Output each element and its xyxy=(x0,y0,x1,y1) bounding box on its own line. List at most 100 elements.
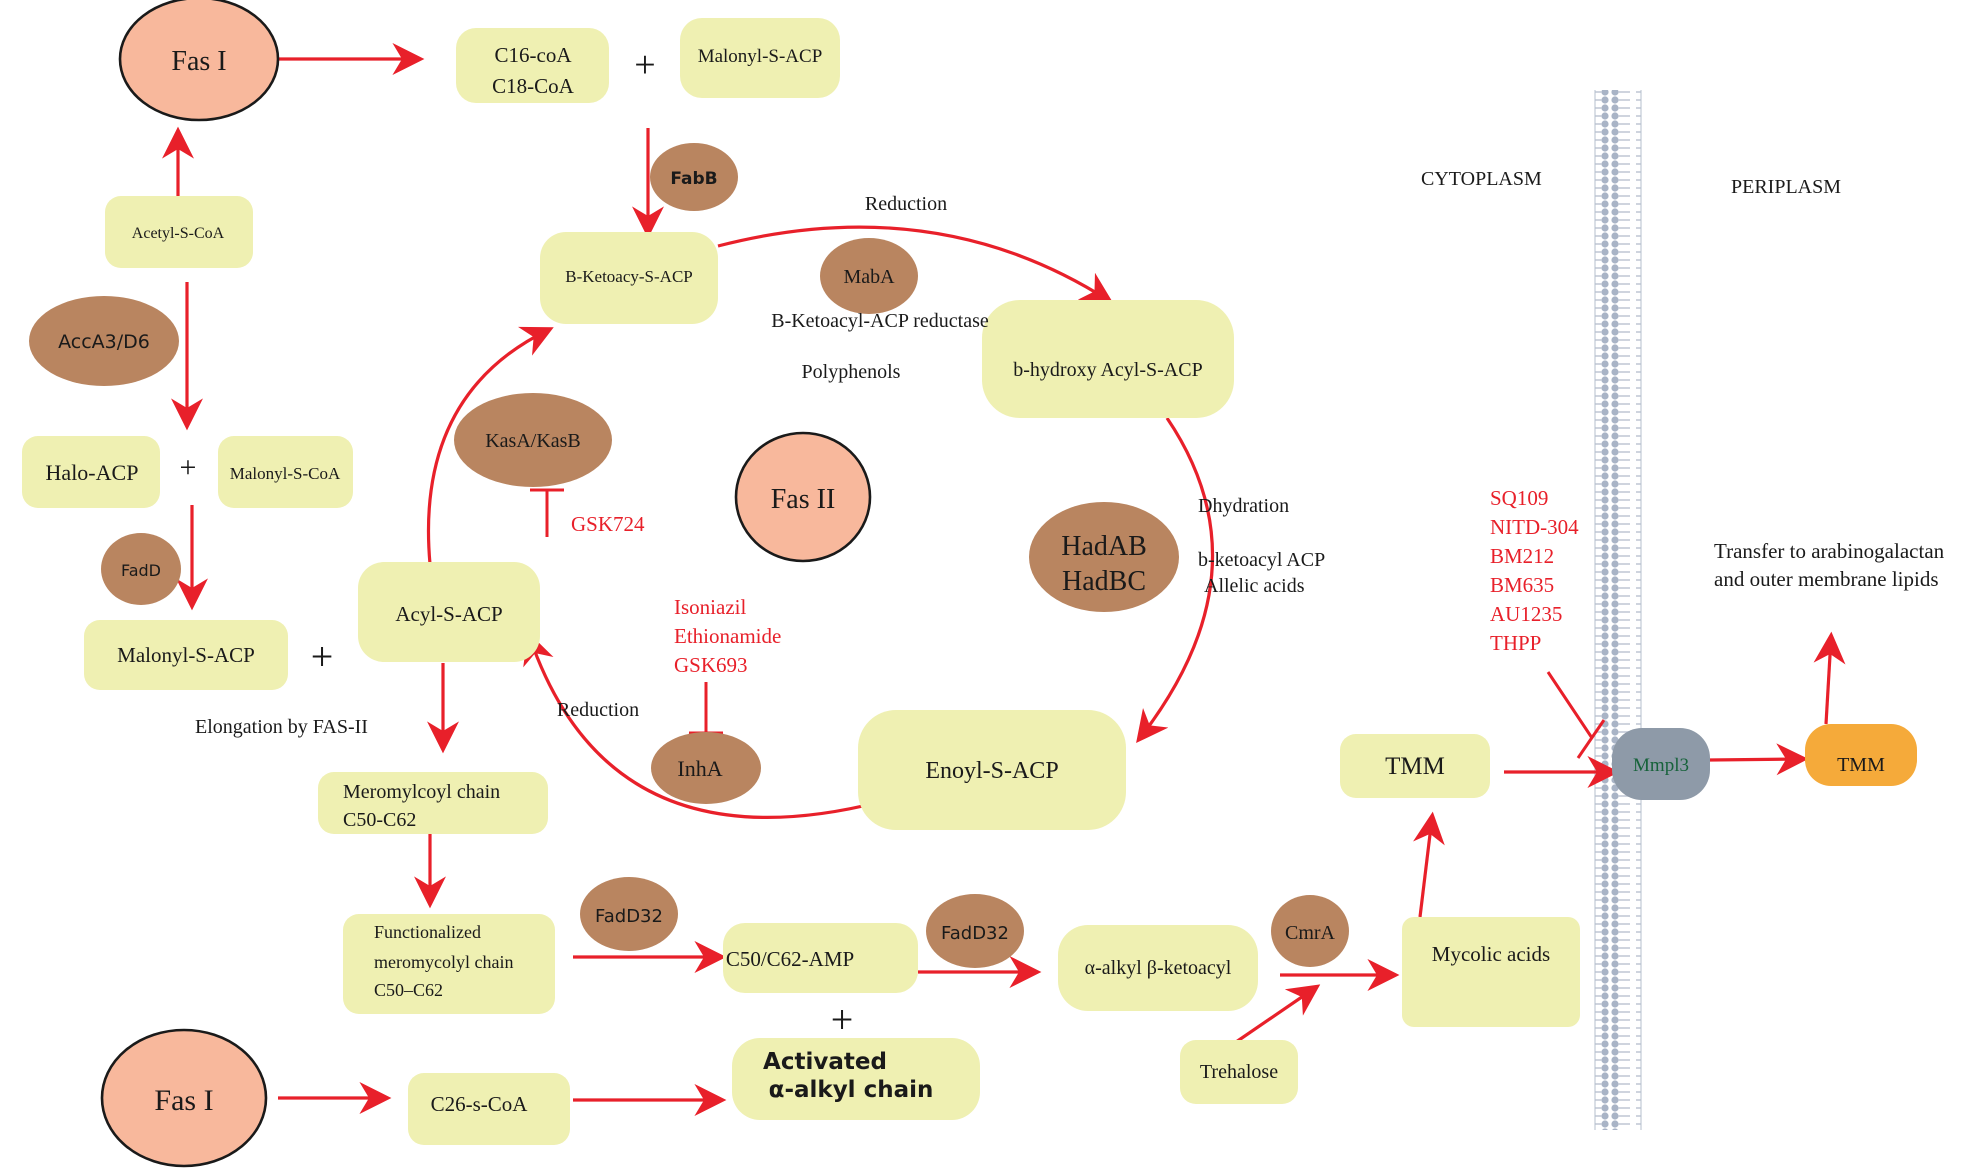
box-malonyl-s-coa xyxy=(218,436,353,508)
enzyme-ovals xyxy=(29,143,1349,968)
malonyl-s-acp-left-label: Malonyl-S-ACP xyxy=(117,643,255,667)
cmra-label: CmrA xyxy=(1285,922,1336,944)
mmpl3-drug-2: NITD-304 xyxy=(1490,515,1579,539)
bketoacyl-acp-label: b-ketoacyl ACP xyxy=(1198,549,1325,571)
inha-label: InhA xyxy=(677,756,722,781)
box-tmm-in xyxy=(1340,734,1490,798)
transfer-line2: and outer membrane lipids xyxy=(1714,567,1939,591)
c50-amp-label: C50/C62-AMP xyxy=(726,947,854,971)
mmpl3-drug-6: THPP xyxy=(1490,631,1541,655)
allelic-acids-label: Allelic acids xyxy=(1204,575,1305,597)
tbar-mmpl3-stem xyxy=(1546,671,1594,739)
mmpl3-drug-3: BM212 xyxy=(1490,544,1554,568)
arrow-bhydroxy-to-enoyl xyxy=(1136,417,1215,744)
transfer-line1: Transfer to arabinogalactan xyxy=(1714,539,1945,563)
activated-line1: Activated xyxy=(763,1049,887,1075)
periplasm-label: PERIPLASM xyxy=(1731,176,1841,198)
fabb-oval xyxy=(650,143,738,211)
acyl-s-acp-label: Acyl-S-ACP xyxy=(395,602,502,626)
reaction-arrows xyxy=(162,43,1846,1116)
reduction-top-label: Reduction xyxy=(865,193,947,215)
functionalized-line3: C50–C62 xyxy=(374,980,443,1000)
box-activated-alpha-alkyl xyxy=(732,1038,980,1120)
arrow-enoyl-to-acyl xyxy=(523,631,881,820)
arrow-acyl-to-bketoacy xyxy=(426,326,554,565)
box-enoyl-s-acp xyxy=(858,710,1126,830)
box-c50-amp xyxy=(723,923,918,993)
fadd32-a-label: FadD32 xyxy=(595,906,663,927)
box-malonyl-s-acp-left xyxy=(84,620,288,690)
fas1-bottom-label: Fas I xyxy=(154,1084,213,1117)
fas1-top-label: Fas I xyxy=(171,46,226,77)
arrow-bketoacy-to-bhydroxy xyxy=(717,225,1114,304)
inha-drug-2: Ethionamide xyxy=(674,624,781,648)
fas1-bottom-circle xyxy=(100,1028,268,1168)
fas2-label: Fas II xyxy=(771,484,836,515)
substrate-boxes xyxy=(22,18,1580,1145)
tbar-mmpl3-head xyxy=(1576,719,1606,759)
box-c16-c18 xyxy=(456,28,609,103)
box-trehalose xyxy=(1180,1040,1298,1104)
box-meromylcoyl xyxy=(318,772,548,834)
inha-drug-1: Isoniazil xyxy=(674,595,746,619)
plus-top: + xyxy=(634,44,655,86)
fadd32-b-oval xyxy=(926,894,1024,968)
bketoacyl-reductase-label: B-Ketoacyl-ACP reductase xyxy=(771,310,989,332)
hadab-oval xyxy=(1029,502,1179,612)
box-mycolic-acids xyxy=(1402,917,1580,1027)
plus-left: + xyxy=(180,451,197,484)
gsk724-label: GSK724 xyxy=(571,512,645,536)
halo-acp-label: Halo-ACP xyxy=(46,460,139,485)
functionalized-line2: meromycolyl chain xyxy=(374,952,513,972)
inha-oval xyxy=(651,732,761,804)
box-c26-s-coa xyxy=(408,1073,570,1145)
dhydration-label: Dhydration xyxy=(1198,495,1289,517)
trehalose-label: Trehalose xyxy=(1200,1061,1278,1083)
box-halo-acp xyxy=(22,436,160,508)
fas1-top-circle xyxy=(118,0,280,122)
fas-complexes xyxy=(100,0,872,1168)
alpha-alkyl-label: α-alkyl β-ketoacyl xyxy=(1085,957,1232,979)
meromylcoyl-line1: Meromylcoyl chain xyxy=(343,781,500,803)
b-ketoacy-label: B-Ketoacy-S-ACP xyxy=(565,267,692,286)
b-hydroxy-label: b-hydroxy Acyl-S-ACP xyxy=(1013,359,1202,381)
mmpl3-drug-4: BM635 xyxy=(1490,573,1554,597)
fadd32-a-oval xyxy=(580,877,678,951)
malonyl-s-acp-top-label: Malonyl-S-ACP xyxy=(698,46,823,67)
fadd-oval xyxy=(101,533,181,605)
acetyl-s-coa-label: Acetyl-S-CoA xyxy=(132,225,225,242)
meromylcoyl-line2: C50-C62 xyxy=(343,809,416,831)
functionalized-line1: Functionalized xyxy=(374,922,481,942)
c16-label: C16-coA xyxy=(495,43,573,67)
reduction-bottom-label: Reduction xyxy=(557,699,639,721)
box-tmm-out xyxy=(1805,724,1917,786)
activated-line2: α-alkyl chain xyxy=(769,1077,934,1103)
mmpl3-label: Mmpl3 xyxy=(1633,755,1689,776)
kasa-oval xyxy=(454,393,612,487)
box-b-hydroxy xyxy=(982,300,1234,418)
acca3-label: AccA3/D6 xyxy=(58,331,150,353)
box-functionalized xyxy=(343,914,555,1014)
fabb-label: FabB xyxy=(670,169,717,189)
mmpl3-drug-1: SQ109 xyxy=(1490,486,1548,510)
acca3-oval xyxy=(29,296,179,386)
elongation-label: Elongation by FAS-II xyxy=(195,716,368,738)
tmm-out-label: TMM xyxy=(1837,754,1885,776)
fadd32-b-label: FadD32 xyxy=(941,923,1009,944)
maba-label: MabA xyxy=(843,266,895,288)
cmra-oval xyxy=(1271,895,1349,967)
maba-oval xyxy=(820,238,918,314)
plus-bottom: + xyxy=(831,997,854,1042)
tmm-in-label: TMM xyxy=(1385,753,1445,780)
box-alpha-alkyl xyxy=(1058,925,1258,1011)
c26-s-coa-label: C26-s-CoA xyxy=(431,1092,529,1116)
box-malonyl-s-acp-top xyxy=(680,18,840,98)
hadbc-label: HadBC xyxy=(1062,566,1146,597)
box-acetyl-s-coa xyxy=(105,196,253,268)
mycolic-acids-label: Mycolic acids xyxy=(1432,942,1550,966)
c18-label: C18-CoA xyxy=(492,74,575,98)
box-acyl-s-acp xyxy=(358,562,540,662)
cytoplasm-label: CYTOPLASM xyxy=(1421,168,1542,190)
hadab-label: HadAB xyxy=(1061,531,1147,562)
